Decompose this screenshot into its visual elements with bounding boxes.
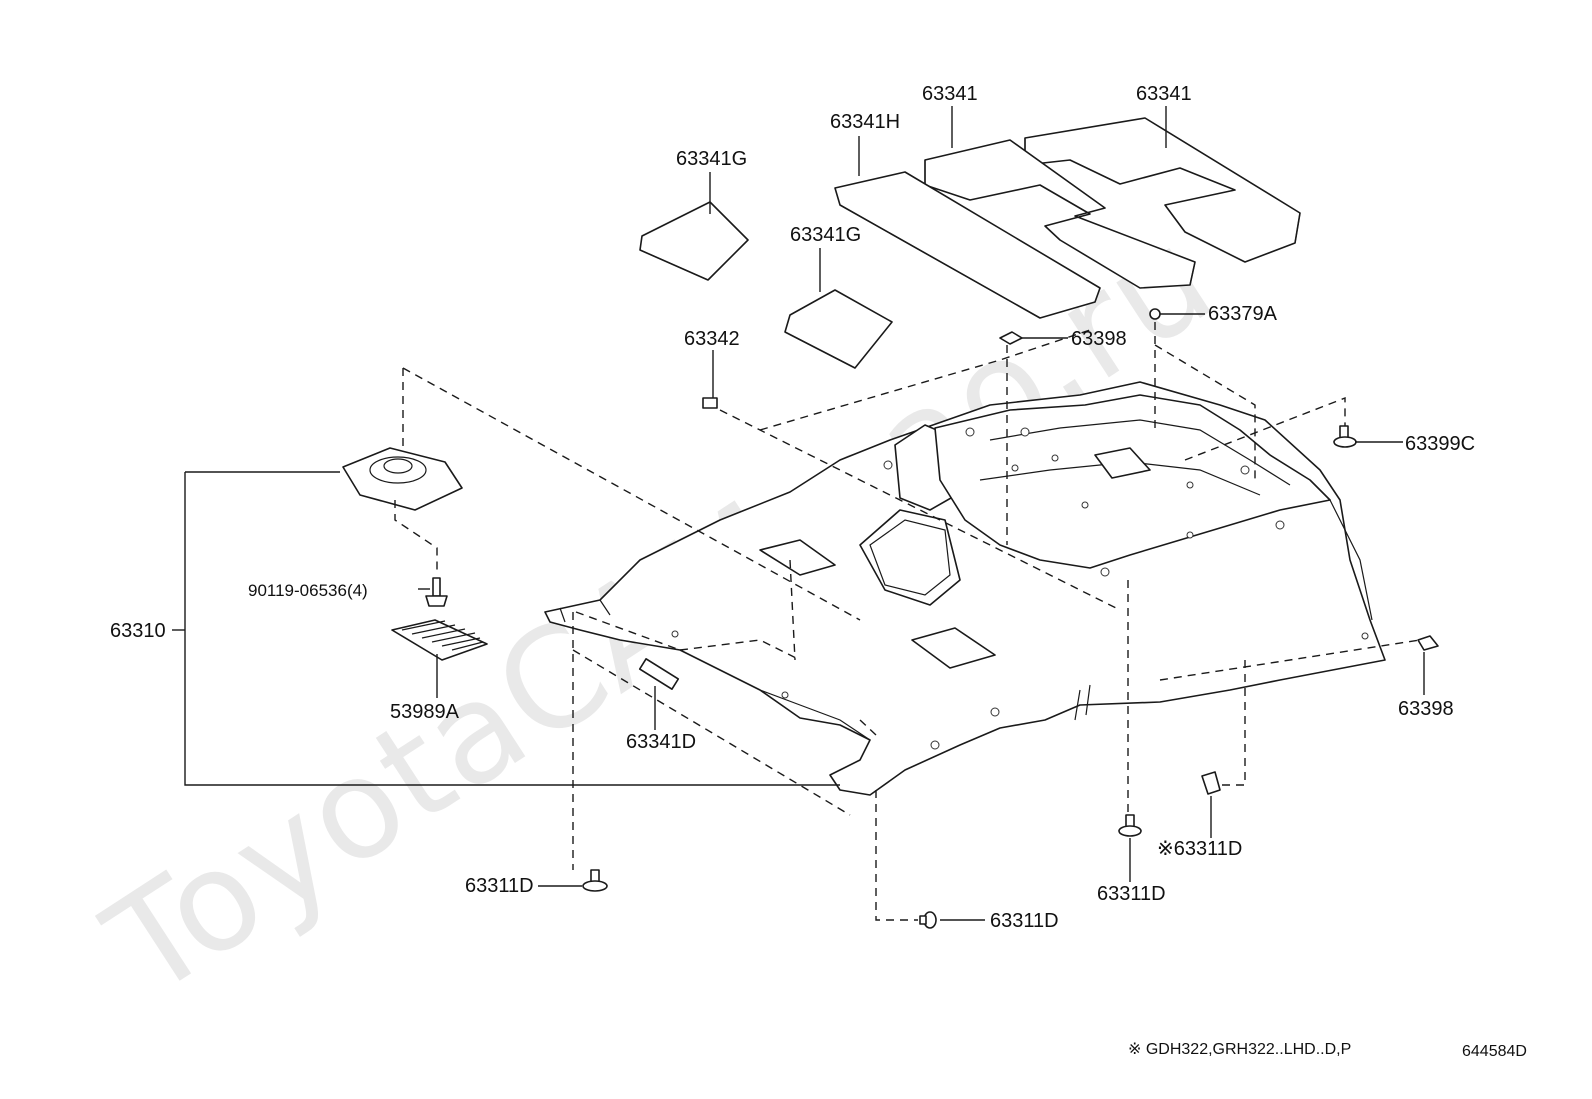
- tape-63398-right: [1417, 635, 1439, 651]
- label-63342: 63342: [684, 328, 740, 350]
- label-63310: 63310: [110, 620, 166, 642]
- label-63379A: 63379A: [1208, 303, 1278, 325]
- pad-63341D: [638, 658, 680, 690]
- label-63341D: 63341D: [626, 731, 696, 753]
- pad-63341-left: [924, 139, 1196, 289]
- label-63311D-mark: ※63311D: [1157, 838, 1242, 860]
- clip-63311D-mark: [1201, 771, 1221, 795]
- clip-63379A: [1149, 308, 1161, 320]
- label-63398-top: 63398: [1071, 328, 1127, 350]
- clip-63311D-left: [582, 869, 608, 892]
- label-63341G-top: 63341G: [676, 148, 747, 170]
- label-53989A: 53989A: [390, 701, 460, 723]
- clip-63399C: [1333, 425, 1357, 448]
- applicability-note: ※ GDH322,GRH322..LHD..D,P: [1128, 1041, 1351, 1058]
- label-63341G-mid: 63341G: [790, 224, 861, 246]
- pad-63341H: [834, 171, 1101, 319]
- spacer-63342: [702, 397, 718, 409]
- roof-headlining-63310: [544, 381, 1386, 796]
- label-90119-06536: 90119-06536(4): [248, 581, 368, 600]
- label-63399C: 63399C: [1405, 433, 1475, 455]
- clip-63311D-bottom: [919, 911, 937, 929]
- label-63311D-bottom: 63311D: [990, 910, 1059, 932]
- label-63341-right: 63341: [1136, 83, 1192, 105]
- screw-90119: [425, 577, 448, 607]
- label-63341-left: 63341: [922, 83, 978, 105]
- pad-63341G-mid: [784, 289, 893, 369]
- label-63341H: 63341H: [830, 111, 900, 133]
- label-63311D-center: 63311D: [1097, 883, 1166, 905]
- clip-63311D-center: [1118, 814, 1142, 837]
- illustration-code: 644584D: [1462, 1043, 1527, 1060]
- label-63311D-left: 63311D: [465, 875, 534, 897]
- pad-63341G-top: [639, 201, 749, 281]
- grille-53989A: [391, 619, 488, 661]
- lamp-bracket: [342, 447, 463, 511]
- label-63398-right: 63398: [1398, 698, 1454, 720]
